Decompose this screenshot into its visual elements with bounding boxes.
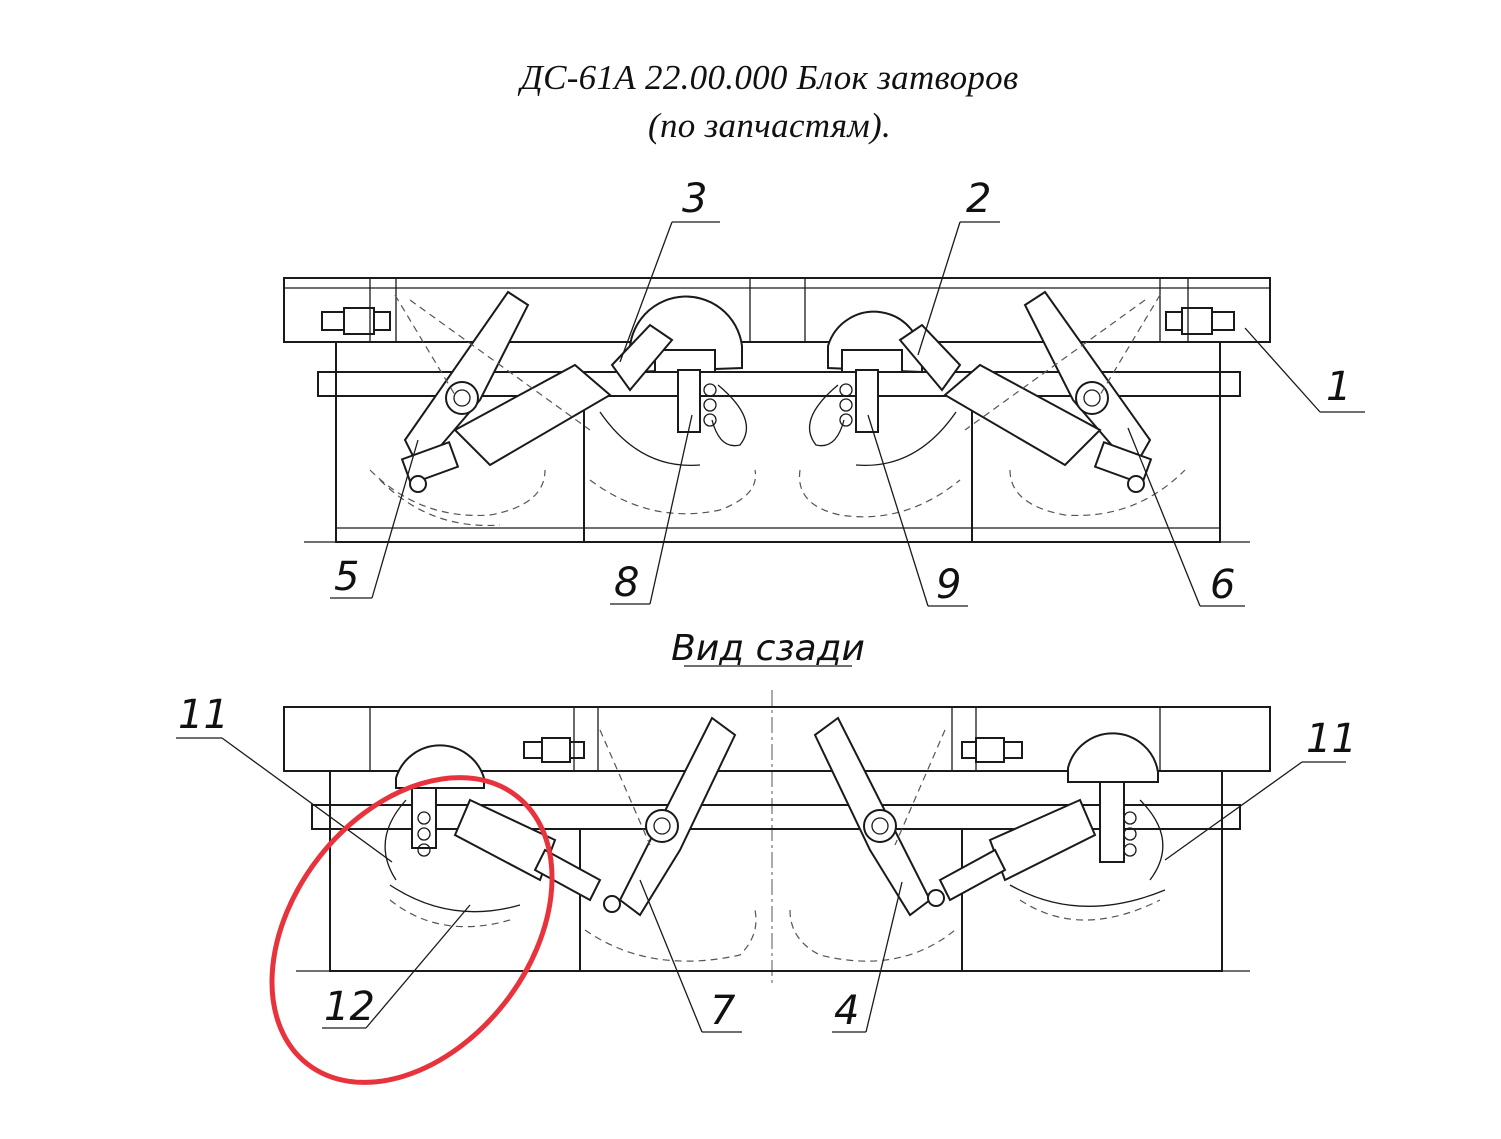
lever-center-left	[603, 716, 737, 917]
svg-text:5: 5	[334, 554, 359, 600]
bolt-right-top	[1165, 307, 1235, 335]
callout-9: 9	[867, 414, 968, 608]
rear-view-assembly	[283, 690, 1271, 985]
highlight-ellipse	[269, 775, 555, 1085]
svg-text:11: 11	[178, 692, 229, 738]
callout-11-left: 11	[176, 692, 393, 863]
bolt-center-left	[523, 737, 585, 763]
callout-5: 5	[330, 439, 419, 600]
callout-7: 7	[639, 879, 742, 1034]
svg-text:8: 8	[614, 560, 639, 606]
callout-2: 2	[917, 176, 1000, 356]
svg-text:1: 1	[1326, 364, 1351, 410]
svg-text:12: 12	[324, 984, 375, 1030]
lever-center-right	[813, 716, 945, 917]
dome-left-bottom	[384, 744, 602, 928]
arm-3	[610, 323, 674, 392]
front-view-assembly	[283, 277, 1271, 543]
callout-4: 4	[832, 881, 903, 1034]
svg-text:11: 11	[1306, 716, 1357, 762]
dome-right-bottom	[938, 732, 1166, 921]
dome-right-top	[808, 310, 957, 467]
callout-1: 1	[1244, 327, 1365, 413]
svg-text:9: 9	[936, 562, 961, 608]
dome-left-top	[599, 295, 748, 467]
svg-text:7: 7	[710, 988, 736, 1034]
callout-3: 3	[619, 176, 720, 363]
callout-12: 12	[322, 904, 471, 1030]
svg-text:4: 4	[834, 988, 859, 1034]
drawing-title: ДС-61А 22.00.000 Блок затворов	[520, 58, 1019, 97]
lever-left-top	[400, 290, 612, 493]
arm-2	[898, 323, 962, 392]
svg-text:6: 6	[1210, 562, 1235, 608]
rear-view-label: Вид сзади	[671, 628, 865, 669]
drawing-subtitle: (по запчастям).	[647, 106, 891, 145]
bolt-left-top	[321, 307, 391, 335]
rail-bottom	[311, 804, 1241, 830]
svg-text:3: 3	[682, 176, 707, 222]
callout-8: 8	[610, 414, 693, 606]
svg-text:2: 2	[966, 176, 991, 222]
callout-11-right: 11	[1164, 716, 1357, 861]
lower-body-bottom	[329, 770, 1223, 972]
lever-right-top	[943, 290, 1153, 493]
bolt-center-right	[961, 737, 1023, 763]
rail-top	[317, 371, 1241, 397]
callout-6: 6	[1127, 427, 1245, 608]
